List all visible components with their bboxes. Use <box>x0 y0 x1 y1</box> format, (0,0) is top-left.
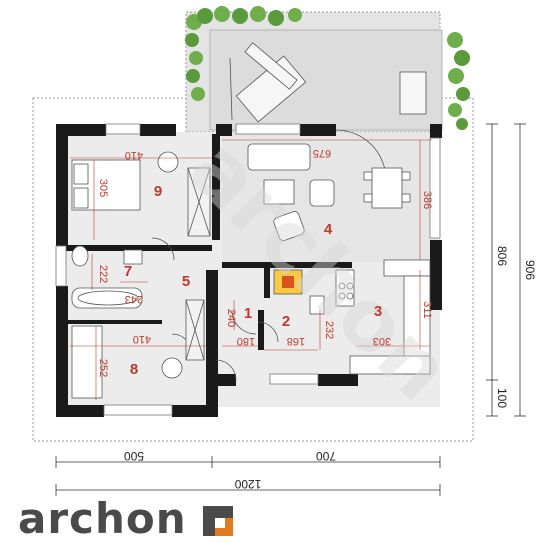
room-8-label: 8 <box>130 361 138 378</box>
bedroom-8-furniture <box>71 299 205 399</box>
windows <box>55 123 441 416</box>
brand-logo: archon <box>18 494 238 543</box>
room-5-label: 5 <box>182 273 190 290</box>
dim-232: 232 <box>323 321 335 339</box>
dim-1200: 1200 <box>234 477 261 491</box>
room-3-label: 3 <box>374 303 382 320</box>
room-9-label: 9 <box>154 183 162 200</box>
room-4-label: 4 <box>324 221 333 238</box>
living-furniture <box>247 143 411 295</box>
dim-500: 500 <box>124 449 144 463</box>
dim-410-mid: 410 <box>133 333 151 345</box>
dim-806: 806 <box>495 246 509 266</box>
dim-243: 243 <box>125 293 143 305</box>
brand-mark-icon <box>203 506 233 536</box>
dim-252: 252 <box>97 359 109 377</box>
dim-240: 240 <box>225 309 237 327</box>
dim-700: 700 <box>316 449 336 463</box>
bathroom <box>71 245 143 309</box>
dim-222: 222 <box>97 265 109 283</box>
room-1-label: 1 <box>244 305 252 322</box>
dim-311: 311 <box>421 301 433 319</box>
dim-180: 180 <box>237 335 255 347</box>
room-2-label: 2 <box>282 313 290 330</box>
dim-168: 168 <box>287 335 305 347</box>
dim-100: 100 <box>495 388 509 408</box>
bed <box>71 151 211 237</box>
dim-410-top: 410 <box>125 149 143 161</box>
dim-906: 906 <box>523 260 537 280</box>
dim-303: 303 <box>373 335 391 347</box>
greenery-right <box>447 32 470 130</box>
outer-dims <box>55 123 526 496</box>
dim-386: 386 <box>421 191 433 209</box>
kitchen <box>309 259 431 375</box>
dim-lines <box>70 139 432 400</box>
walls <box>56 124 442 417</box>
room-7-label: 7 <box>124 263 132 280</box>
dim-675: 675 <box>313 147 331 159</box>
greenery-left <box>185 6 302 101</box>
terrace-furniture <box>229 42 427 123</box>
dim-305: 305 <box>97 179 109 197</box>
brand-name: archon <box>18 494 187 543</box>
